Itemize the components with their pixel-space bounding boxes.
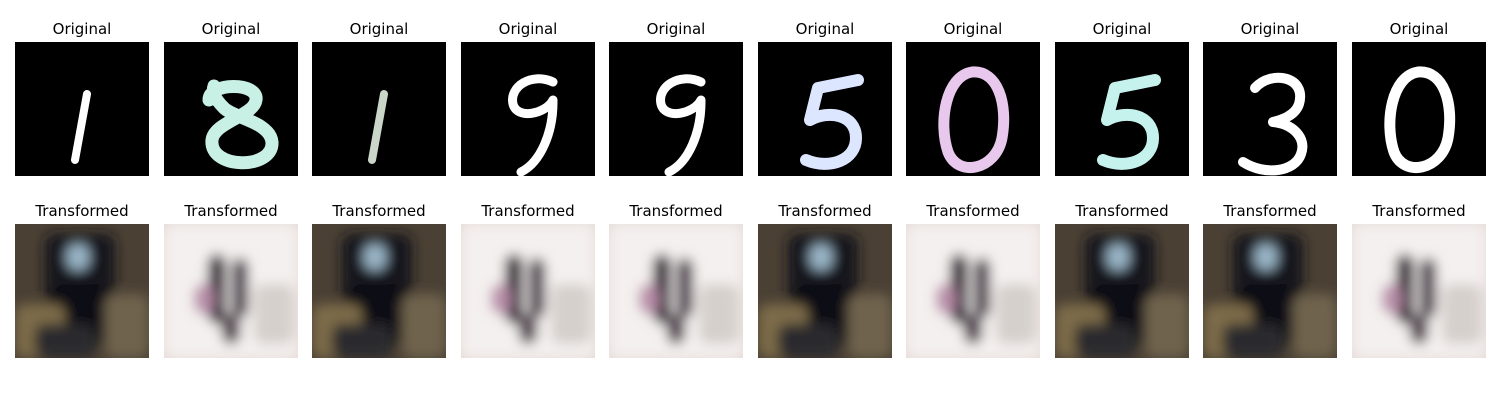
panel-background	[906, 42, 1040, 176]
original-title: Original	[795, 20, 855, 38]
transformed-image	[15, 224, 149, 358]
transformed-image	[609, 224, 743, 358]
blurred-shapes	[461, 224, 595, 358]
transformed-title: Transformed	[184, 202, 278, 220]
original-title: Original	[1092, 20, 1152, 38]
digit-stroke	[1384, 66, 1456, 173]
original-title: Original	[943, 20, 1003, 38]
panel-background	[609, 42, 743, 176]
panel-background	[758, 42, 892, 176]
transformed-title: Transformed	[35, 202, 129, 220]
transformed-title: Transformed	[332, 202, 426, 220]
original-title: Original	[498, 20, 558, 38]
original-image	[609, 42, 743, 176]
blurred-shapes	[609, 224, 743, 358]
blurred-shapes	[1055, 234, 1189, 358]
original-title: Original	[52, 20, 112, 38]
digit-stroke	[1238, 72, 1308, 176]
blurred-shapes	[1352, 224, 1486, 358]
original-image	[15, 42, 149, 176]
original-image	[164, 42, 298, 176]
panel-background	[1203, 42, 1337, 176]
panel-background	[1055, 42, 1189, 176]
transformed-title: Transformed	[1372, 202, 1466, 220]
original-title: Original	[1389, 20, 1449, 38]
original-title: Original	[201, 20, 261, 38]
transformed-image	[164, 224, 298, 358]
blurred-shapes	[15, 234, 149, 358]
original-image	[1352, 42, 1486, 176]
transformed-title: Transformed	[926, 202, 1020, 220]
blurred-shapes	[312, 234, 446, 358]
original-image	[312, 42, 446, 176]
original-image	[1203, 42, 1337, 176]
digit-stroke	[368, 90, 388, 164]
panel-background	[1352, 42, 1486, 176]
original-title: Original	[1240, 20, 1300, 38]
transformed-image	[312, 224, 446, 358]
transformed-image	[1055, 224, 1189, 358]
blurred-shapes	[1203, 234, 1337, 358]
original-image	[906, 42, 1040, 176]
original-title: Original	[349, 20, 409, 38]
transformed-title: Transformed	[1223, 202, 1317, 220]
digit-stroke	[508, 74, 558, 176]
digit-stroke	[938, 66, 1010, 173]
blurred-shapes	[164, 224, 298, 358]
digit-stroke	[1097, 74, 1161, 170]
original-title: Original	[646, 20, 706, 38]
transformed-title: Transformed	[1075, 202, 1169, 220]
original-image	[758, 42, 892, 176]
original-image	[1055, 42, 1189, 176]
digit-stroke	[71, 90, 91, 164]
transformed-title: Transformed	[629, 202, 723, 220]
original-image	[461, 42, 595, 176]
transformed-title: Transformed	[778, 202, 872, 220]
blurred-shapes	[758, 234, 892, 358]
digit-stroke	[656, 74, 706, 176]
transformed-image	[1203, 224, 1337, 358]
transformed-image	[906, 224, 1040, 358]
transformed-title: Transformed	[481, 202, 575, 220]
panel-background	[461, 42, 595, 176]
transformed-image	[758, 224, 892, 358]
blurred-shapes	[906, 224, 1040, 358]
digit-stroke	[202, 79, 279, 170]
digit-stroke	[800, 74, 864, 170]
transformed-image	[1352, 224, 1486, 358]
transformed-image	[461, 224, 595, 358]
